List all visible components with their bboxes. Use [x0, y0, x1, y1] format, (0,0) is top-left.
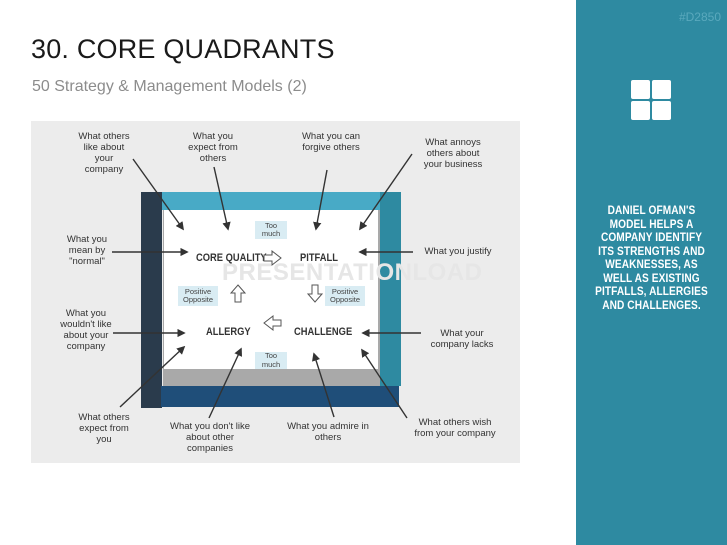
- sidebar-panel: #D2850 Daniel Ofman's model helps a comp…: [576, 0, 727, 545]
- block-arrow-left-icon: [263, 314, 282, 332]
- tag-too-much-top: Too much: [255, 221, 287, 239]
- tag-positive-opposite-left: Positive Opposite: [178, 286, 218, 306]
- arrow-others-wish: [361, 348, 408, 419]
- label-dont-like: What you don't like about other companie…: [170, 421, 250, 454]
- block-arrow-down-icon: [306, 284, 324, 303]
- label-annoys-others: What annoys others about your business: [423, 137, 483, 170]
- frame-bar-right: [380, 192, 401, 386]
- grid-icon: [631, 80, 671, 120]
- page-subtitle: 50 Strategy & Management Models (2): [32, 78, 307, 95]
- quadrant-pitfall: PITFALL: [300, 252, 338, 264]
- label-company-lacks: What your company lacks: [430, 328, 494, 350]
- quadrant-allergy: ALLERGY: [206, 326, 251, 338]
- slide-code: #D2850: [678, 10, 721, 24]
- arrow-others-like: [132, 158, 184, 231]
- quadrant-challenge: CHALLENGE: [294, 326, 353, 338]
- label-you-justify: What you justify: [424, 246, 492, 257]
- label-wouldnt-like: What you wouldn't like about your compan…: [60, 308, 112, 352]
- arrow-you-admire: [312, 352, 335, 418]
- label-others-wish: What others wish from your company: [414, 417, 496, 439]
- tag-too-much-bottom: Too much: [255, 351, 287, 369]
- arrow-you-forgive: [313, 169, 328, 231]
- quadrant-core-quality: CORE QUALITY: [196, 252, 267, 264]
- label-you-forgive: What you can forgive others: [301, 131, 361, 153]
- block-arrow-up-icon: [229, 284, 247, 303]
- tag-positive-opposite-right: Positive Opposite: [325, 286, 365, 306]
- block-arrow-right-icon: [263, 249, 282, 267]
- label-others-expect: What others expect from you: [78, 412, 130, 445]
- label-mean-normal: What you mean by "normal": [66, 234, 108, 267]
- frame-bar-bottom: [161, 386, 399, 407]
- arrow-you-expect: [213, 166, 231, 231]
- sidebar-description: Daniel Ofman's model helps a company ide…: [595, 205, 708, 312]
- label-others-like: What others like about your company: [78, 131, 130, 175]
- page-title: 30. CORE QUADRANTS: [31, 34, 335, 64]
- frame-bar-left: [141, 192, 162, 408]
- label-you-expect: What you expect from others: [188, 131, 238, 164]
- arrow-dont-like: [208, 347, 242, 419]
- arrow-annoys-others: [359, 153, 413, 231]
- arrow-others-expect: [119, 345, 186, 408]
- watermark: PRESENTATIONLOAD: [222, 259, 483, 286]
- label-you-admire: What you admire in others: [287, 421, 369, 443]
